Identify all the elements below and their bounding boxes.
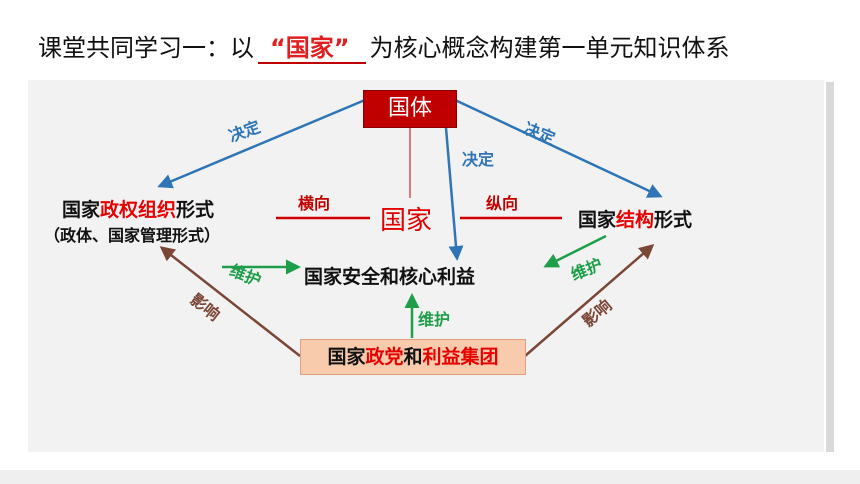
node-security-interest: 国家安全和核心利益 xyxy=(304,266,476,288)
node-guoti: 国体 xyxy=(363,90,457,128)
parties-part1: 国家 xyxy=(327,346,366,368)
title-prefix: 课堂共同学习一：以 xyxy=(38,34,254,62)
content-panel xyxy=(28,80,824,452)
parties-part3: 和 xyxy=(403,346,423,368)
panel-shadow-bar xyxy=(826,82,834,452)
structure-form-part1: 国家 xyxy=(578,209,617,231)
label-horizontal: 横向 xyxy=(298,194,331,213)
label-decide-middle: 决定 xyxy=(462,150,495,169)
structure-form-part2: 结构 xyxy=(616,209,655,231)
label-vertical: 纵向 xyxy=(486,194,519,213)
structure-form-part3: 形式 xyxy=(654,209,693,231)
bottom-bar xyxy=(0,470,860,484)
decide-arrow-left xyxy=(157,98,366,189)
regime-form-part2: 政权组织 xyxy=(100,199,177,221)
node-regime-form-sub: （政体、国家管理形式） xyxy=(44,226,221,245)
label-maintain-bottom: 维护 xyxy=(418,310,451,329)
regime-form-part3: 形式 xyxy=(176,199,215,221)
regime-form-part1: 国家 xyxy=(62,199,101,221)
maintain-arrow-right xyxy=(543,234,607,268)
node-structure-form: 国家结构形式 xyxy=(578,205,692,232)
node-parties-groups: 国家政党和利益集团 xyxy=(300,339,526,375)
parties-part4: 利益集团 xyxy=(422,346,499,368)
node-regime-form: 国家政权组织形式 xyxy=(62,195,214,222)
slide-title: 课堂共同学习一：以“国家”为核心概念构建第一单元知识体系 xyxy=(38,32,730,64)
decide-arrow-right xyxy=(454,98,663,198)
title-highlight: “国家” xyxy=(258,34,366,64)
parties-part2: 政党 xyxy=(365,346,404,368)
influence-arrow-right xyxy=(524,244,655,357)
influence-arrow-left xyxy=(159,246,301,357)
title-suffix: 为核心概念构建第一单元知识体系 xyxy=(369,34,730,62)
node-guojia: 国家 xyxy=(380,206,433,236)
decide-arrow-middle xyxy=(444,127,464,261)
